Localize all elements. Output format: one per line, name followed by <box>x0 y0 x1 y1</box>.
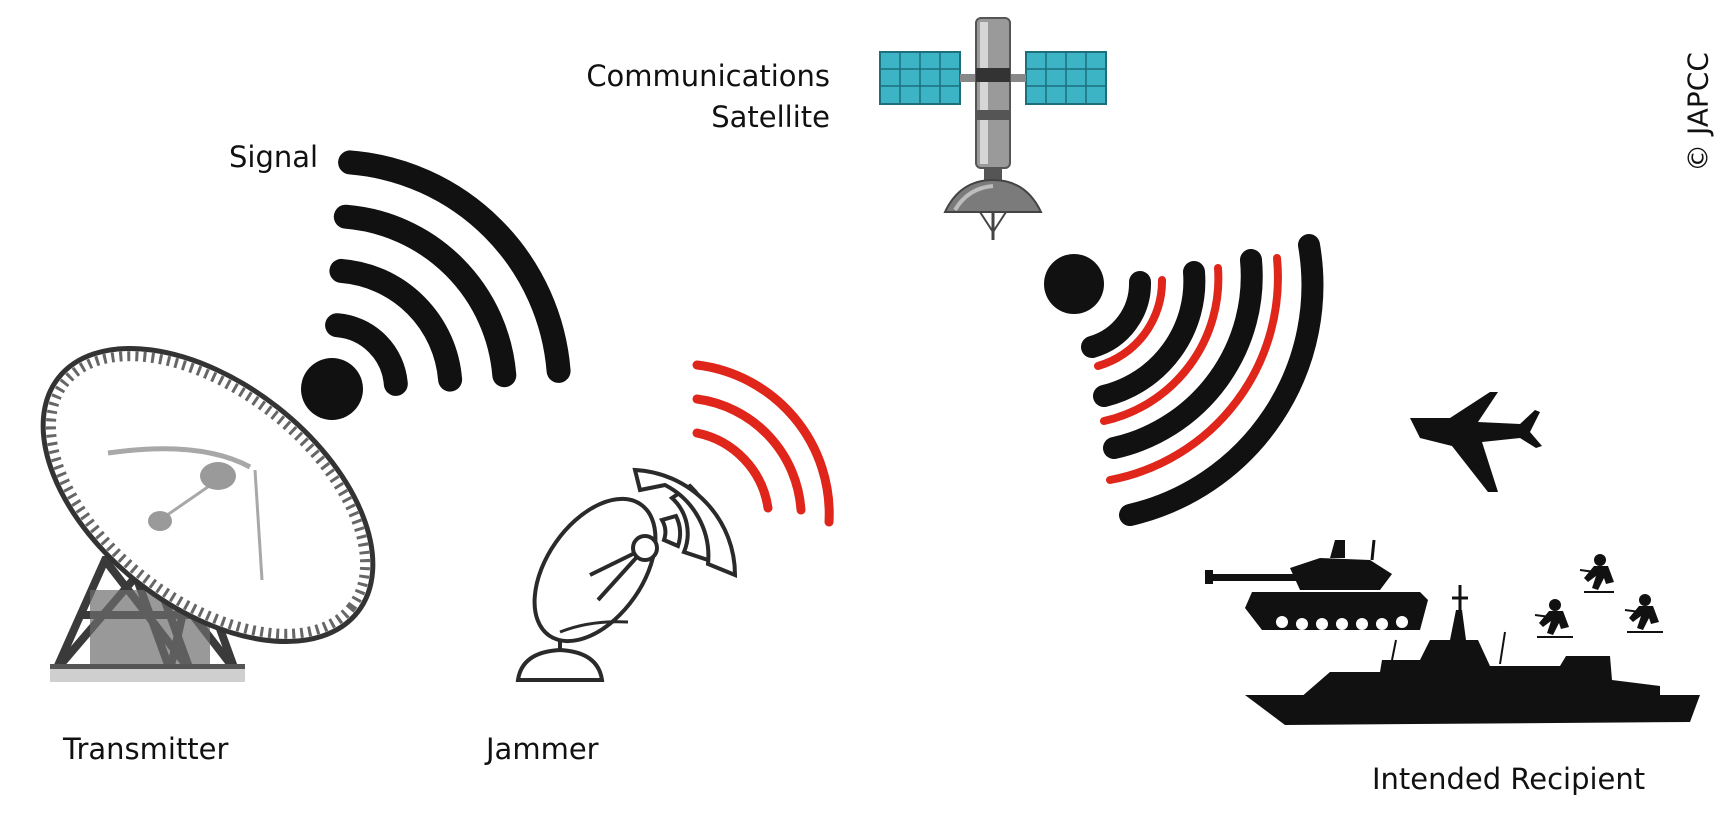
fighter-jet-icon <box>1410 392 1542 492</box>
satellite-label: Communications Satellite <box>560 56 830 138</box>
satellite-label-line1: Communications <box>586 59 830 93</box>
intended-recipient-label: Intended Recipient <box>1372 762 1646 796</box>
jammer-label: Jammer <box>486 732 599 766</box>
soldier-icon <box>1534 554 1663 638</box>
transmitter-label: Transmitter <box>63 732 229 766</box>
signal-waves <box>301 150 571 420</box>
tank-icon <box>1205 539 1428 630</box>
ship-icon <box>1245 585 1700 725</box>
jammer-dish-icon <box>515 467 738 682</box>
jamming-waves <box>692 360 834 527</box>
satellite-label-line2: Satellite <box>711 100 830 134</box>
radio-dish-icon <box>40 345 376 682</box>
satellite-icon <box>879 17 1107 240</box>
signal-label: Signal <box>229 140 319 174</box>
copyright-notice: © JAPCC <box>1681 52 1715 172</box>
received-signal-waves <box>1044 234 1324 526</box>
